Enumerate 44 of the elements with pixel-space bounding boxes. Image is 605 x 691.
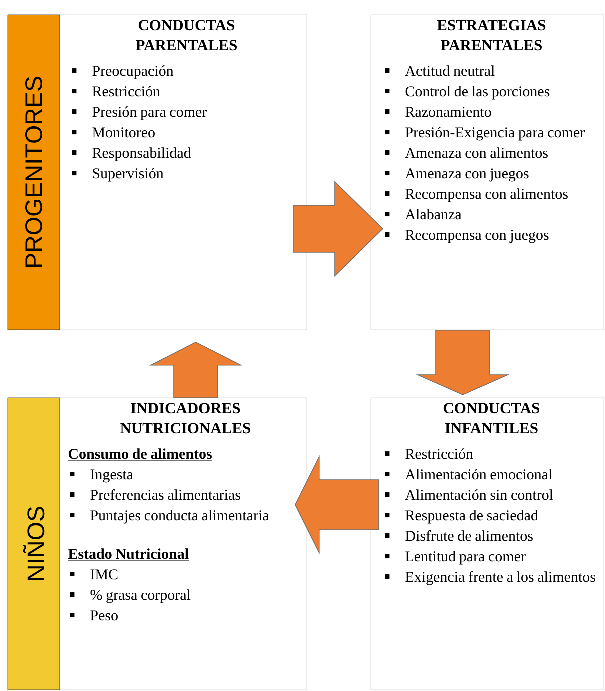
list-item: Restricción — [72, 86, 160, 97]
text-box — [371, 398, 604, 690]
block-arrow — [293, 181, 384, 277]
block-arrow — [294, 455, 380, 555]
list-item: Presión para comer — [72, 106, 208, 120]
list-item: Disfrute de alimentos — [385, 530, 533, 542]
list-item: Razonamiento — [385, 107, 492, 118]
list-item: Exigencia frente a los alimentos — [385, 571, 596, 586]
sub-heading: Consumo de alimentos — [68, 448, 213, 461]
list-item: Preocupación — [72, 66, 174, 80]
list-item: Monitoreo — [72, 128, 155, 138]
block-arrow — [149, 342, 243, 398]
list-item: Peso — [70, 610, 118, 621]
list-item: Supervisión — [72, 168, 164, 182]
list-item: Respuesta de saciedad — [385, 510, 538, 524]
list-item: Alimentación sin control — [385, 490, 554, 500]
list-item: Presión-Exigencia para comer — [385, 127, 585, 141]
list-item: IMC — [70, 570, 118, 580]
list-item: % grasa corporal — [70, 590, 191, 604]
side-band: PROGENITORES — [8, 14, 60, 330]
list-item: Control de las porciones — [385, 86, 550, 100]
list-item: Amenaza con juegos — [385, 168, 529, 182]
list-item: Recompensa con juegos — [385, 230, 549, 244]
list-item: Amenaza con alimentos — [385, 148, 548, 158]
list-item: Preferencias alimentarias — [70, 489, 240, 500]
text-box — [60, 398, 308, 690]
box-heading: CONDUCTAS INFANTILES — [444, 403, 540, 434]
list-item: Recompensa con alimentos — [385, 188, 568, 202]
list-item: Alabanza — [385, 209, 462, 220]
list-item: Alimentación emocional — [385, 469, 552, 480]
list-item: Restricción — [385, 448, 474, 460]
text-box — [60, 15, 308, 330]
box-heading: INDICADORES NUTRICIONALES — [120, 403, 250, 434]
list-item: Ingesta — [70, 470, 134, 483]
side-band: NIÑOS — [8, 398, 60, 690]
text-box — [371, 15, 604, 330]
list-item: Actitud neutral — [385, 66, 495, 76]
box-heading: CONDUCTAS PARENTALES — [136, 20, 237, 51]
list-item: Puntajes conducta alimentaria — [70, 510, 270, 524]
sub-heading: Estado Nutricional — [68, 548, 190, 561]
block-arrow — [416, 330, 510, 396]
box-heading: ESTRATEGIAS PARENTALES — [437, 20, 546, 51]
list-item: Responsabilidad — [72, 148, 192, 162]
list-item: Lentitud para comer — [385, 551, 526, 565]
